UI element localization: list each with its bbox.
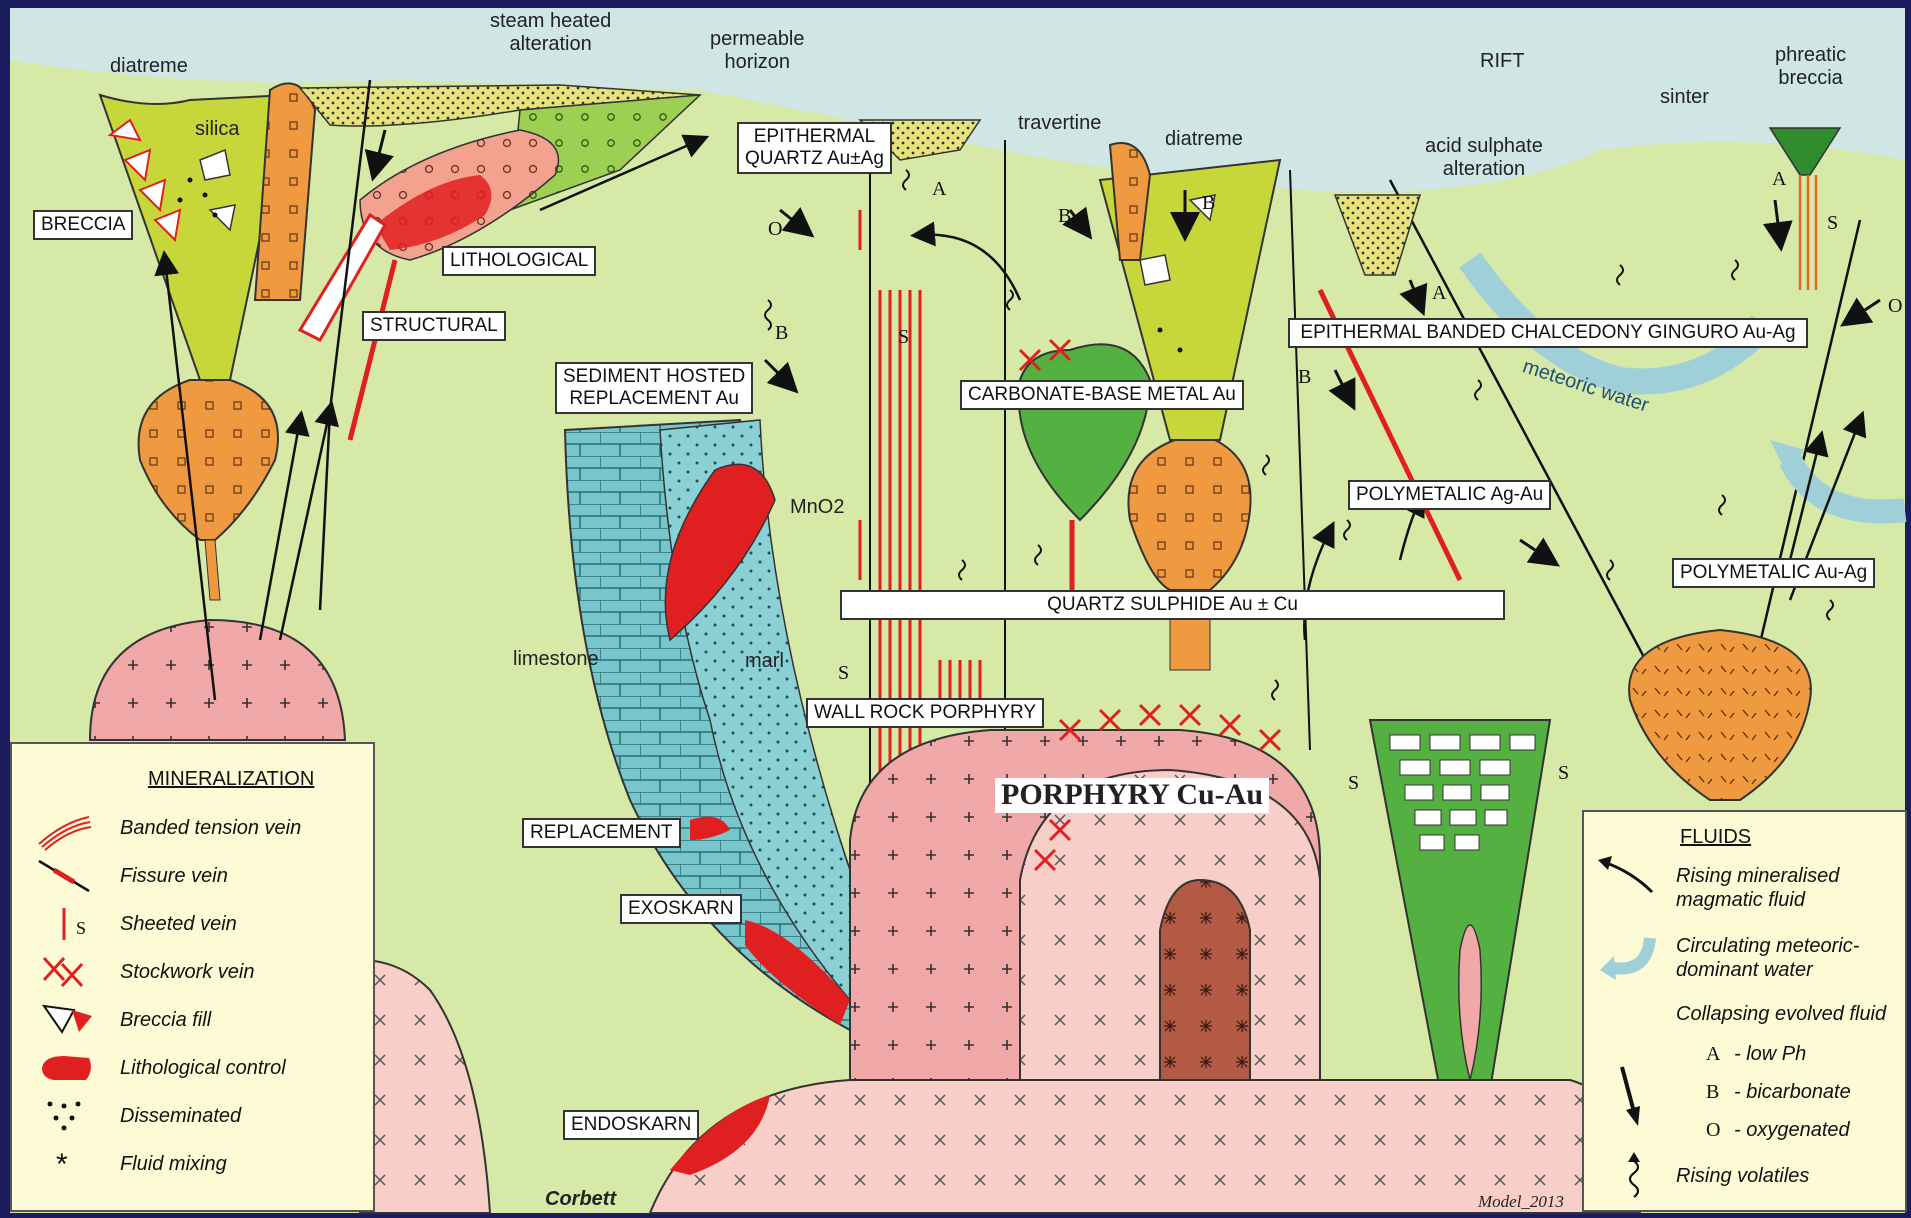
- legend-collapsing-fluid: Collapsing evolved fluid: [1676, 1002, 1886, 1026]
- svg-text:*: *: [56, 1148, 68, 1181]
- letter-o: O: [768, 218, 782, 241]
- letter-a: A: [1772, 168, 1786, 191]
- wall-rock-porphyry-box: WALL ROCK PORPHYRY: [806, 698, 1044, 728]
- sheeted-vein-icon: S: [34, 904, 94, 944]
- letter-s: S: [838, 662, 849, 685]
- breccia-box: BRECCIA: [33, 210, 133, 240]
- phreatic-breccia-label: phreatic breccia: [1775, 44, 1846, 90]
- legend-item-lithological: Lithological control: [120, 1056, 286, 1080]
- epithermal-quartz-box: EPITHERMAL QUARTZ Au±Ag: [737, 122, 892, 174]
- legend-letter-a: A: [1706, 1042, 1720, 1066]
- banded-vein-icon: [34, 812, 94, 852]
- sediment-hosted-box: SEDIMENT HOSTED REPLACEMENT Au: [555, 362, 753, 414]
- legend-item-disseminated: Disseminated: [120, 1104, 241, 1128]
- model-year: Model_2013: [1478, 1192, 1564, 1212]
- legend-bicarbonate: - bicarbonate: [1734, 1080, 1851, 1104]
- letter-b: B: [775, 322, 788, 345]
- legend-letter-b: B: [1706, 1080, 1719, 1104]
- lithological-icon: [34, 1046, 94, 1086]
- steam-heated-label: steam heated alteration: [490, 10, 611, 56]
- rising-volatiles-icon: [1620, 1152, 1650, 1202]
- mineralization-legend-title: MINERALIZATION: [148, 768, 314, 791]
- letter-s: S: [1827, 212, 1838, 235]
- porphyry-title: PORPHYRY Cu-Au: [995, 778, 1269, 813]
- silica-label: silica: [195, 118, 239, 141]
- limestone-label: limestone: [513, 648, 599, 671]
- letter-b: B: [1298, 366, 1311, 389]
- replacement-box: REPLACEMENT: [522, 818, 681, 848]
- collapsing-fluid-icon: [1612, 1062, 1652, 1132]
- disseminated-icon: [34, 1094, 94, 1134]
- endoskarn-box: ENDOSKARN: [563, 1110, 699, 1140]
- breccia-fill-icon: [34, 998, 94, 1038]
- polymetalic-au-ag-box: POLYMETALIC Au-Ag: [1672, 558, 1875, 588]
- epithermal-banded-box: EPITHERMAL BANDED CHALCEDONY GINGURO Au-…: [1288, 318, 1808, 348]
- legend-item-fluid-mixing: Fluid mixing: [120, 1152, 227, 1176]
- legend-item-banded: Banded tension vein: [120, 816, 301, 840]
- fluids-legend: FLUIDS Rising mineralised magmatic fluid…: [1582, 810, 1907, 1212]
- legend-letter-o: O: [1706, 1118, 1720, 1142]
- author-signature: Corbett: [545, 1188, 616, 1211]
- carbonate-base-metal-box: CARBONATE-BASE METAL Au: [960, 380, 1244, 410]
- structural-box: STRUCTURAL: [362, 311, 506, 341]
- legend-rising-volatiles: Rising volatiles: [1676, 1164, 1809, 1188]
- stockwork-icon: [34, 950, 94, 990]
- circulating-water-icon: [1592, 928, 1662, 988]
- fissure-vein-icon: [34, 856, 94, 896]
- letter-s: S: [898, 326, 909, 349]
- letter-b: B: [1058, 205, 1071, 228]
- diatreme-mid-label: diatreme: [1165, 128, 1243, 151]
- travertine-label: travertine: [1018, 112, 1101, 135]
- fluid-mixing-icon: *: [34, 1142, 94, 1182]
- legend-low-ph: - low Ph: [1734, 1042, 1806, 1066]
- quartz-sulphide-box: QUARTZ SULPHIDE Au ± Cu: [840, 590, 1505, 620]
- rising-fluid-icon: [1592, 852, 1662, 902]
- fluids-legend-title: FLUIDS: [1680, 826, 1751, 849]
- rift-label: RIFT: [1480, 50, 1524, 73]
- sinter-label: sinter: [1660, 86, 1709, 109]
- diatreme-left-label: diatreme: [110, 55, 188, 78]
- mineralization-legend: MINERALIZATION Banded tension vein Fissu…: [10, 742, 375, 1212]
- legend-rising-fluid: Rising mineralised magmatic fluid: [1676, 864, 1839, 912]
- legend-item-fissure: Fissure vein: [120, 864, 228, 888]
- letter-a: A: [1432, 282, 1446, 305]
- letter-o: O: [1888, 295, 1902, 318]
- exoskarn-box: EXOSKARN: [620, 894, 742, 924]
- letter-a: A: [932, 178, 946, 201]
- lithological-box: LITHOLOGICAL: [442, 246, 596, 276]
- porphyry-core: [1160, 880, 1250, 1080]
- acid-sulphate-label: acid sulphate alteration: [1425, 135, 1543, 181]
- legend-circulating-water: Circulating meteoric- dominant water: [1676, 934, 1859, 982]
- legend-item-sheeted: Sheeted vein: [120, 912, 237, 936]
- legend-item-breccia-fill: Breccia fill: [120, 1008, 211, 1032]
- legend-oxygenated: - oxygenated: [1734, 1118, 1850, 1142]
- mno2-label: MnO2: [790, 496, 844, 519]
- legend-item-stockwork: Stockwork vein: [120, 960, 255, 984]
- svg-text:S: S: [76, 918, 86, 938]
- letter-s: S: [1558, 762, 1569, 785]
- marl-label: marl: [745, 650, 784, 673]
- letter-b: B: [1202, 192, 1215, 215]
- polymetalic-ag-au-box: POLYMETALIC Ag-Au: [1348, 480, 1551, 510]
- letter-s: S: [1348, 772, 1359, 795]
- permeable-horizon-label: permeable horizon: [710, 28, 805, 74]
